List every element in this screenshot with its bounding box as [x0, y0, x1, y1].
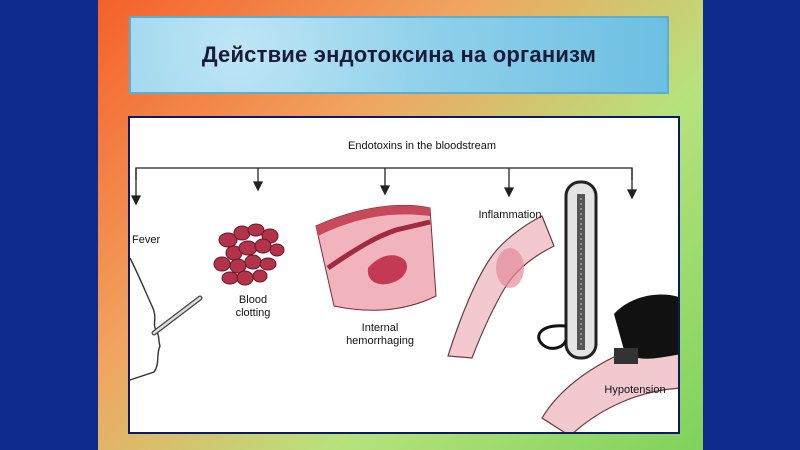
blood-clot-icon	[213, 223, 285, 286]
label-inflammation: Inflammation	[478, 209, 542, 221]
title-panel: Действие эндотоксина на организм	[129, 16, 669, 94]
label-hemorrhaging: hemorrhaging	[346, 335, 414, 347]
endotoxin-figure: Endotoxins in the bloodstream Fever Bloo…	[128, 116, 680, 434]
arrows	[130, 168, 638, 206]
figure-header: Endotoxins in the bloodstream	[348, 140, 496, 152]
slide-title: Действие эндотоксина на организм	[201, 42, 597, 67]
label-clotting: clotting	[235, 307, 271, 319]
hemorrhage-tissue-icon	[315, 204, 437, 311]
label-internal: Internal	[361, 322, 399, 334]
bracket-line	[135, 167, 633, 180]
blood-pressure-gauge-icon	[537, 180, 678, 432]
fever-face-icon	[130, 257, 203, 381]
label-hypotension: Hypotension	[604, 384, 666, 396]
figure-drawing	[130, 167, 678, 432]
inflamed-arm-icon	[447, 215, 555, 359]
label-fever: Fever	[132, 234, 161, 246]
label-blood: Blood	[238, 294, 268, 306]
